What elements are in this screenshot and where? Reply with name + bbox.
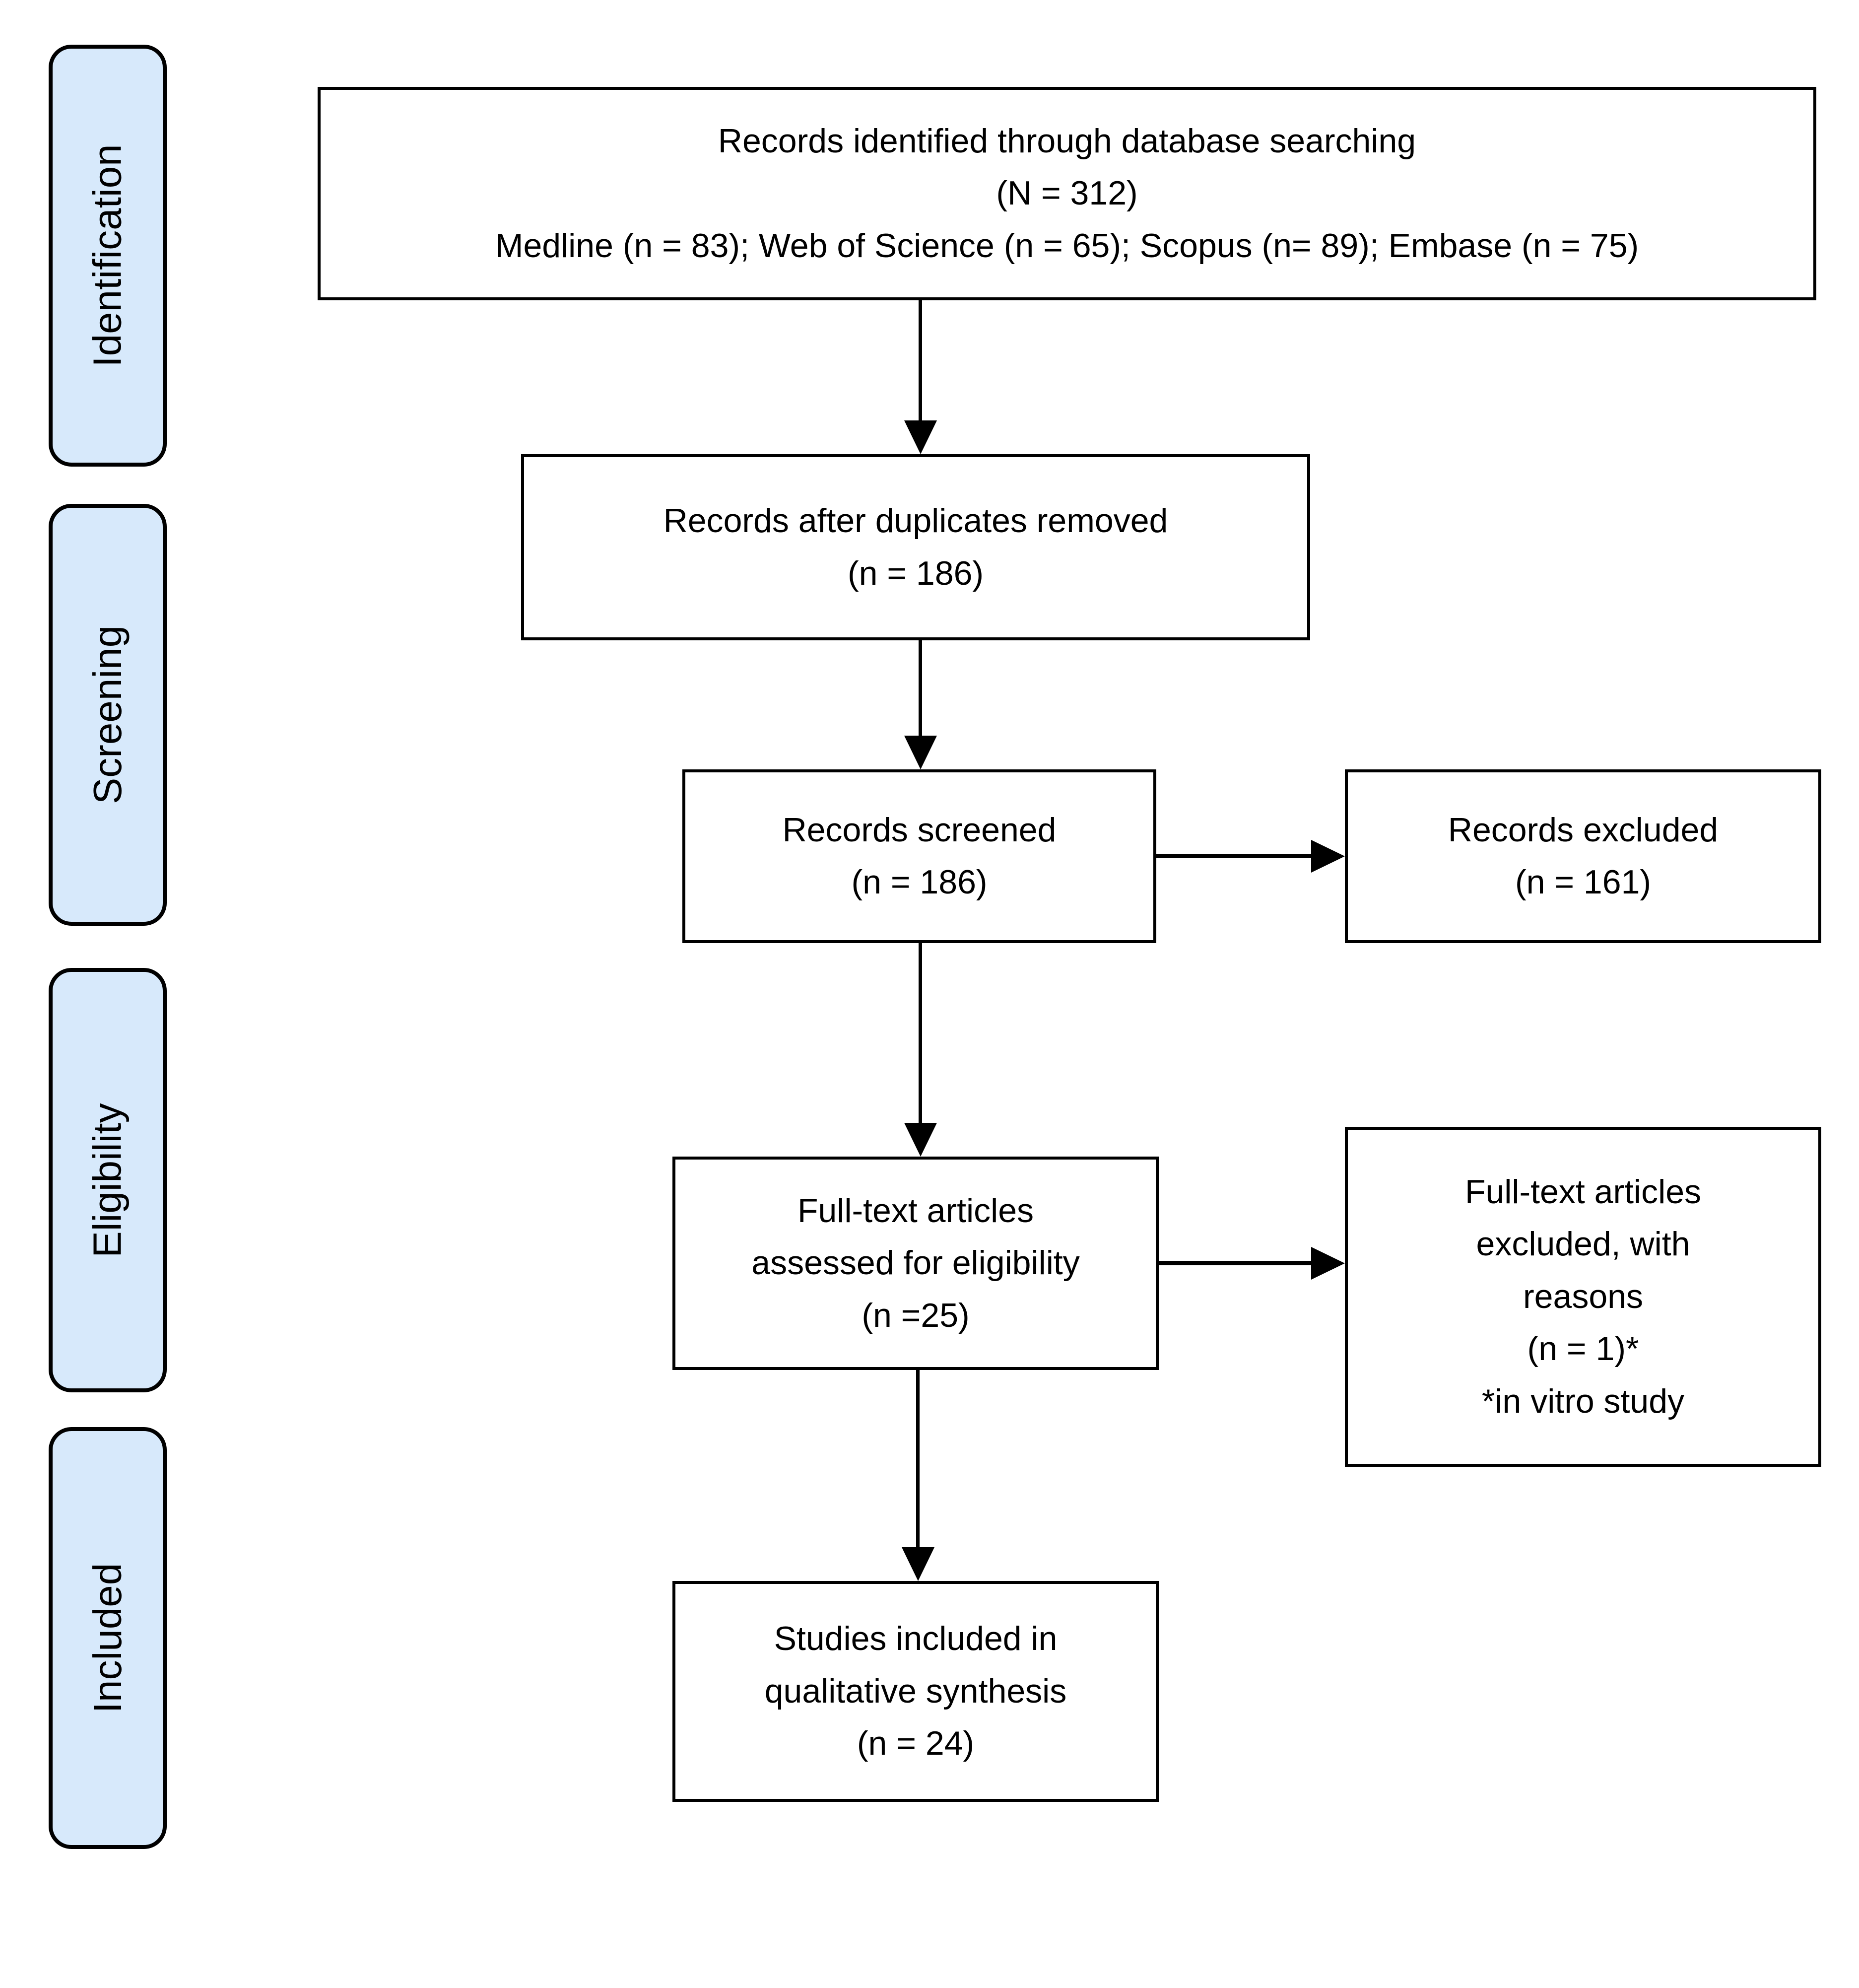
- node-line: (N = 312): [996, 174, 1138, 212]
- arrow-screened-to-excluded: [1156, 854, 1313, 858]
- node-line: (n = 161): [1515, 863, 1652, 901]
- arrow-identified-to-deduplicated: [919, 300, 922, 422]
- node-line: Studies included in: [774, 1620, 1058, 1658]
- node-line: Full-text articles: [1464, 1173, 1702, 1211]
- stage-label-screening: Screening: [85, 625, 130, 805]
- node-line: Records screened: [782, 811, 1057, 849]
- node-fulltext-assessed: Full-text articles assessed for eligibil…: [672, 1157, 1159, 1370]
- node-studies-included: Studies included in qualitative synthesi…: [672, 1581, 1159, 1802]
- node-fulltext-excluded: Full-text articles excluded, with reason…: [1345, 1127, 1821, 1467]
- arrow-head-right-icon: [1311, 840, 1345, 873]
- node-line: assessed for eligibility: [751, 1244, 1080, 1282]
- node-line: (n = 24): [857, 1724, 975, 1763]
- node-line: Records identified through database sear…: [718, 122, 1416, 160]
- arrow-head-down-icon: [902, 1547, 934, 1581]
- stage-screening: Screening: [49, 504, 167, 926]
- node-line: *in vitro study: [1481, 1382, 1685, 1420]
- node-line: reasons: [1523, 1277, 1643, 1315]
- arrow-fulltext-to-included: [916, 1370, 920, 1549]
- node-line: (n =25): [862, 1296, 970, 1334]
- arrow-head-down-icon: [904, 420, 937, 454]
- node-records-excluded: Records excluded (n = 161): [1345, 769, 1821, 943]
- node-line: (n = 186): [847, 554, 984, 592]
- arrow-head-right-icon: [1311, 1247, 1345, 1280]
- stage-eligibility: Eligibility: [49, 968, 167, 1392]
- node-line: (n = 1)*: [1527, 1330, 1639, 1368]
- node-line: Records after duplicates removed: [663, 502, 1168, 540]
- arrow-head-down-icon: [904, 1123, 937, 1157]
- node-line: Records excluded: [1448, 811, 1719, 849]
- stage-label-eligibility: Eligibility: [85, 1102, 130, 1258]
- node-line: (n = 186): [851, 863, 988, 901]
- arrow-deduplicated-to-screened: [919, 640, 922, 737]
- stage-label-included: Included: [85, 1563, 130, 1714]
- node-records-after-duplicates-removed: Records after duplicates removed (n = 18…: [521, 454, 1310, 640]
- arrow-fulltext-to-fulltext-excluded: [1159, 1261, 1313, 1265]
- arrow-head-down-icon: [904, 736, 937, 769]
- node-line: qualitative synthesis: [764, 1672, 1067, 1710]
- stage-identification: Identification: [49, 45, 167, 467]
- node-line: Full-text articles: [797, 1191, 1034, 1230]
- stage-included: Included: [49, 1427, 167, 1849]
- node-records-screened: Records screened (n = 186): [682, 769, 1156, 943]
- node-records-identified: Records identified through database sear…: [318, 87, 1816, 300]
- node-line: excluded, with: [1476, 1225, 1690, 1263]
- stage-label-identification: Identification: [85, 144, 130, 367]
- arrow-screened-to-fulltext: [919, 943, 922, 1124]
- node-line: Medline (n = 83); Web of Science (n = 65…: [495, 226, 1639, 265]
